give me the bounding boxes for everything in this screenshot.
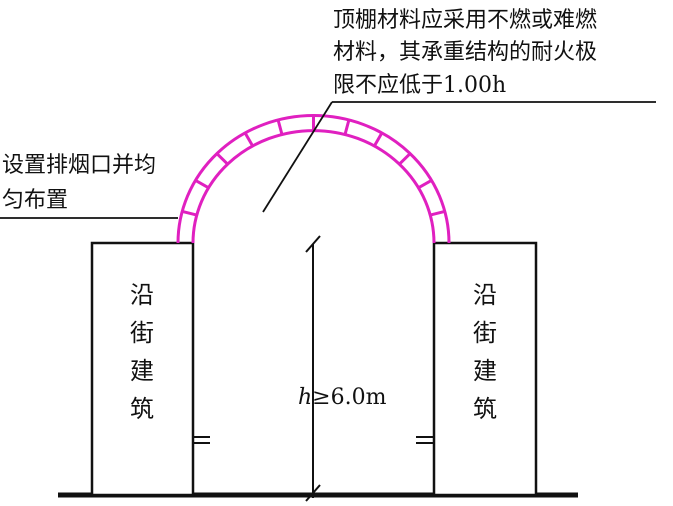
smoke-vent-line-2: 匀布置 bbox=[2, 188, 68, 213]
left-building-char: 沿 bbox=[130, 281, 154, 309]
ceiling-note-leader bbox=[262, 101, 656, 213]
arch-inner-curve bbox=[191, 129, 436, 244]
left-building bbox=[90, 241, 195, 497]
right-building-char: 街 bbox=[473, 319, 497, 347]
arch-outer-curve bbox=[176, 114, 451, 244]
arch-rib bbox=[343, 120, 351, 136]
right-building-char: 建 bbox=[473, 357, 497, 385]
right-building-char: 沿 bbox=[473, 281, 497, 309]
ceiling-note: 顶棚材料应采用不燃或难燃 材料，其承重结构的耐火极 限不应低于1.00h bbox=[333, 8, 597, 98]
ceiling-note-line-3: 限不应低于1.00h bbox=[333, 73, 506, 98]
arch-rib bbox=[216, 152, 229, 166]
left-door-mark bbox=[193, 436, 210, 444]
height-label: h≥6.0m bbox=[298, 385, 387, 410]
left-building-char: 建 bbox=[130, 357, 154, 385]
right-building bbox=[432, 241, 538, 497]
arch-ribs bbox=[181, 116, 446, 217]
left-building-char: 筑 bbox=[130, 395, 154, 423]
right-building-label: 沿 街 建 筑 bbox=[473, 281, 497, 423]
left-building-label: 沿 街 建 筑 bbox=[130, 281, 154, 423]
arch-rib bbox=[417, 179, 433, 190]
ceiling-note-line-2: 材料，其承重结构的耐火极 bbox=[333, 40, 597, 65]
arch-rib bbox=[244, 132, 255, 147]
height-dimension bbox=[305, 235, 321, 502]
arch-rib bbox=[398, 152, 411, 166]
right-building-char: 筑 bbox=[473, 395, 497, 423]
arch-rib bbox=[276, 120, 284, 136]
smoke-vent-line-1: 设置排烟口并均 bbox=[2, 153, 156, 178]
arch-rib bbox=[194, 179, 210, 190]
left-building-char: 街 bbox=[130, 319, 154, 347]
ceiling-note-line-1: 顶棚材料应采用不燃或难燃 bbox=[333, 8, 597, 33]
right-door-mark bbox=[416, 436, 434, 444]
arch-rib bbox=[181, 209, 198, 217]
arch-rib bbox=[429, 209, 446, 217]
smoke-vent-note: 设置排烟口并均 匀布置 bbox=[2, 153, 156, 213]
arch-rib bbox=[372, 132, 383, 147]
arch-ceiling bbox=[176, 114, 451, 244]
